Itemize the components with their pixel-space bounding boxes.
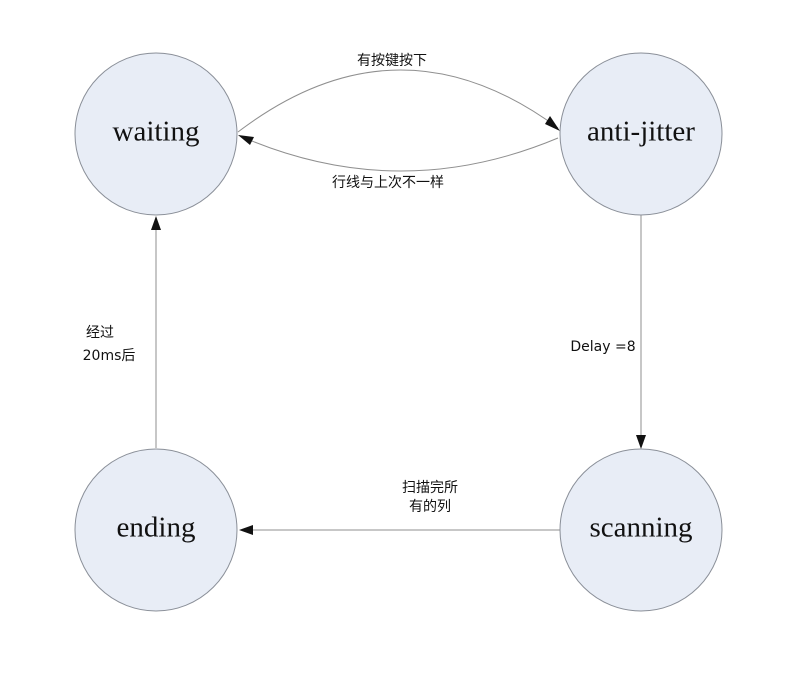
arrow-head-scanning-in [636,435,646,449]
state-scanning-circle [559,448,723,612]
arrow-head-waiting-in [238,135,254,145]
state-anti-jitter-circle [559,52,723,216]
state-waiting: waiting [74,52,238,216]
label-waiting-to-anti-jitter: 有按键按下 [357,53,427,69]
state-waiting-circle [74,52,238,216]
label-scanning-to-ending-line-1: 扫描完所 [402,480,458,496]
label-scanning-to-ending-line-2: 有的列 [409,499,451,515]
edge-waiting-to-anti-jitter [237,69,559,133]
label-ending-to-waiting-line-2: 20ms后 [83,348,136,364]
state-scanning-label: scanning [589,512,692,544]
arrow-head-anti-jitter-in [545,116,560,131]
arrow-head-waiting-in-2 [151,216,161,230]
label-ending-to-waiting-line-1: 经过 [86,325,114,341]
state-scanning: scanning [559,448,723,612]
arrow-head-ending-in [239,525,253,535]
state-ending: ending [74,448,238,612]
state-waiting-label: waiting [113,116,200,148]
state-anti-jitter-label: anti-jitter [587,116,695,148]
label-anti-jitter-to-waiting: 行线与上次不一样 [332,175,444,191]
state-ending-circle [74,448,238,612]
label-anti-jitter-to-scanning: Delay =8 [570,339,635,355]
edge-anti-jitter-to-waiting [239,135,559,172]
state-anti-jitter: anti-jitter [559,52,723,216]
state-ending-label: ending [117,512,196,544]
